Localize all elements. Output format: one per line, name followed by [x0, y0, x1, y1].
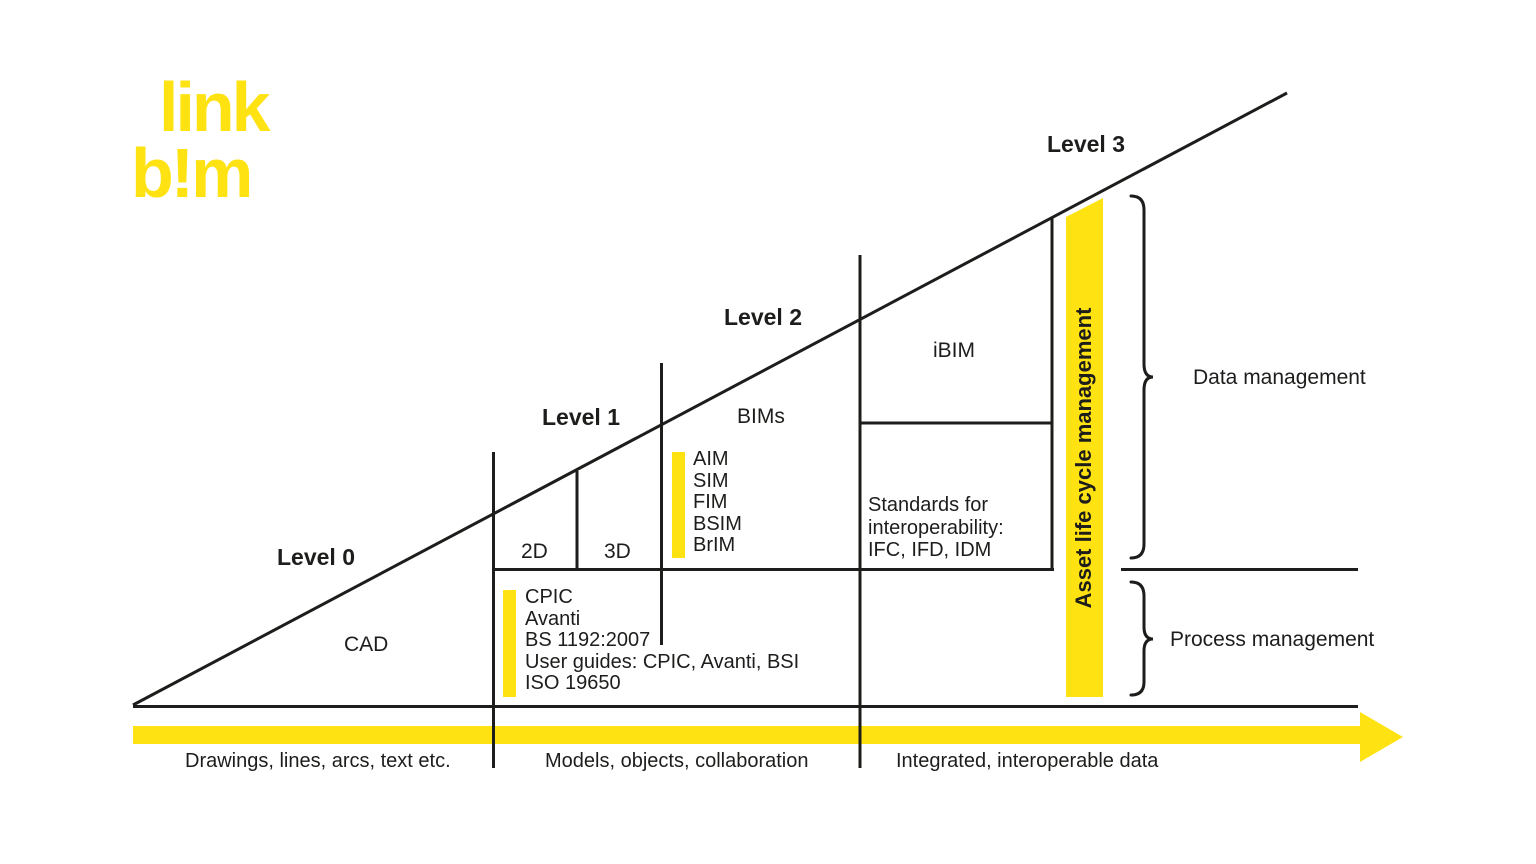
list-item: CPIC	[525, 586, 573, 608]
asset-lifecycle-bar-label: Asset life cycle management	[1071, 307, 1096, 609]
logo-word-link: link	[159, 68, 271, 146]
list-item: FIM	[693, 491, 728, 513]
logo-word-bim: b!m	[131, 134, 253, 212]
zone-3d-label: 3D	[604, 540, 631, 563]
zone-bims-label: BIMs	[737, 405, 785, 428]
process-management-label: Process management	[1170, 628, 1375, 651]
list-item: User guides: CPIC, Avanti, BSI	[525, 650, 800, 673]
list-item: AIM	[693, 448, 729, 470]
level-3-label: Level 3	[1047, 131, 1125, 157]
level-0-label: Level 0	[277, 544, 355, 570]
level2-models-bar	[672, 452, 685, 558]
interoperability-line: IFC, IFD, IDM	[868, 539, 992, 561]
level-2-label: Level 2	[724, 304, 802, 330]
zone-cad-label: CAD	[344, 633, 389, 656]
interoperability-line: Standards for	[868, 494, 989, 516]
level-1-label: Level 1	[542, 404, 620, 430]
timeline-arrow-body	[133, 726, 1362, 744]
list-item: Avanti	[525, 607, 581, 630]
list-item: SIM	[693, 469, 729, 492]
process-management-brace	[1129, 580, 1154, 697]
interoperability-line: interoperability:	[868, 516, 1004, 539]
list-item: BS 1192:2007	[525, 629, 651, 651]
list-item: BSIM	[693, 512, 742, 535]
interoperability-standards-block: Standards for interoperability: IFC, IFD…	[868, 494, 1004, 562]
level1-standards-list: CPIC Avanti BS 1192:2007 User guides: CP…	[525, 586, 800, 695]
data-management-brace	[1129, 194, 1154, 560]
list-item: ISO 19650	[525, 672, 621, 694]
zone-ibim-label: iBIM	[933, 339, 975, 362]
axis-label-level1: Models, objects, collaboration	[545, 750, 809, 772]
level2-models-list: AIM SIM FIM BSIM BrIM	[693, 448, 742, 557]
timeline-arrow-head-icon	[1360, 712, 1403, 762]
axis-label-level0: Drawings, lines, arcs, text etc.	[185, 750, 451, 772]
data-management-label: Data management	[1193, 366, 1366, 389]
maturity-diagonal-line	[132, 91, 1288, 707]
zone-2d-label: 2D	[521, 540, 548, 563]
asset-lifecycle-bar	[1066, 198, 1103, 697]
list-item: BrIM	[693, 534, 736, 556]
linkbim-logo: link b!m	[131, 68, 271, 212]
level1-standards-bar	[503, 590, 516, 697]
axis-label-level2-3: Integrated, interoperable data	[896, 750, 1159, 772]
